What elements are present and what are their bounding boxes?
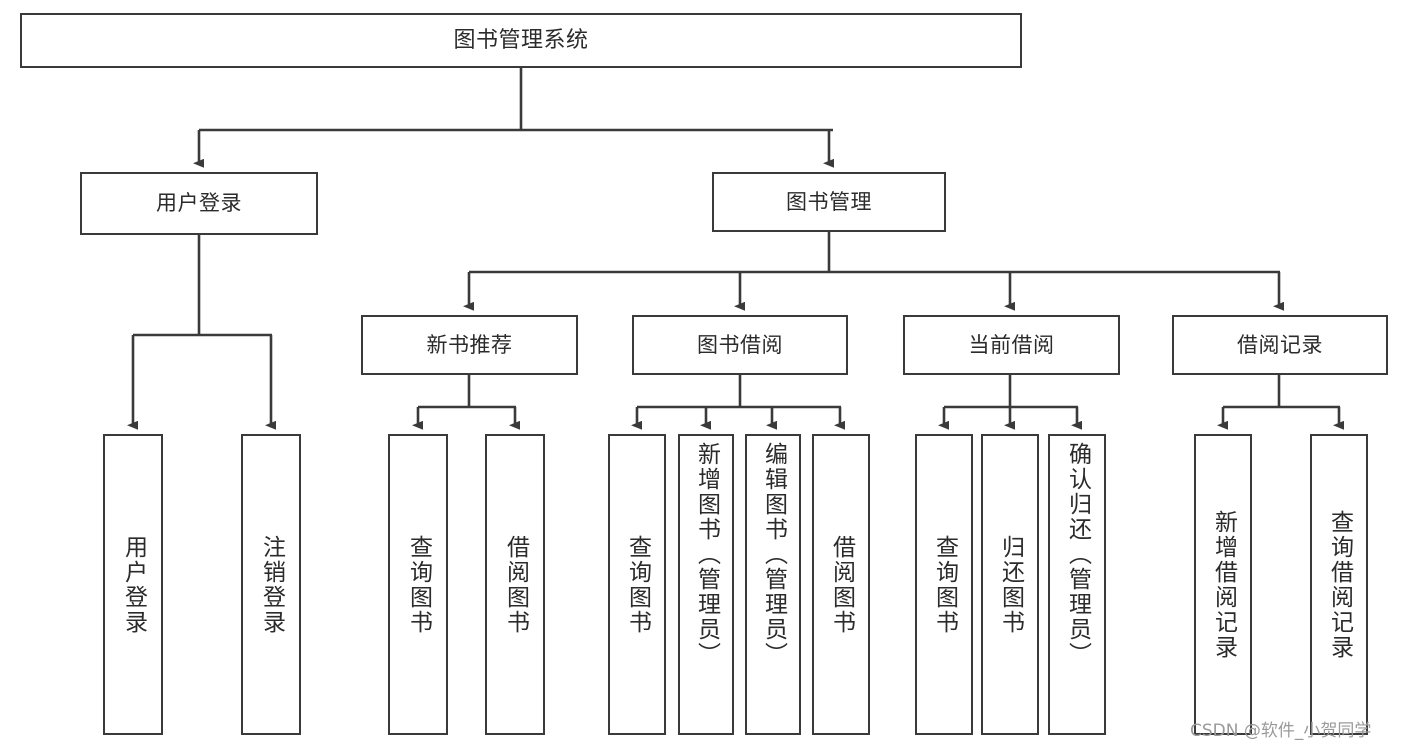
leaf-user-login[interactable]: 用户登录: [103, 434, 163, 735]
node-user-login-label: 用户登录: [156, 191, 242, 216]
leaf-query-book-borrow-label: 查询图书: [624, 534, 651, 635]
leaf-confirm-return-label: 确认归还（管理员）: [1064, 442, 1091, 667]
node-current-borrow[interactable]: 当前借阅: [903, 315, 1120, 375]
leaf-confirm-return[interactable]: 确认归还（管理员）: [1048, 434, 1106, 735]
node-new-book-recommend[interactable]: 新书推荐: [361, 315, 578, 375]
leaf-add-book[interactable]: 新增图书（管理员）: [678, 434, 734, 735]
leaf-logout-label: 注销登录: [258, 534, 285, 635]
watermark-text: CSDN @软件_小贺同学: [1190, 721, 1372, 741]
leaf-query-book-current-label: 查询图书: [931, 534, 958, 635]
node-borrow-record[interactable]: 借阅记录: [1172, 315, 1388, 375]
leaf-query-borrow-record[interactable]: 查询借阅记录: [1310, 434, 1368, 735]
leaf-borrow-book-recommend[interactable]: 借阅图书: [485, 434, 545, 735]
leaf-add-book-label: 新增图书（管理员）: [693, 442, 720, 667]
node-book-manage-label: 图书管理: [786, 189, 872, 214]
leaf-add-borrow-record-label: 新增借阅记录: [1210, 509, 1237, 660]
leaf-query-borrow-record-label: 查询借阅记录: [1326, 509, 1353, 660]
node-user-login[interactable]: 用户登录: [80, 172, 318, 235]
leaf-borrow-book-recommend-label: 借阅图书: [502, 534, 529, 635]
leaf-borrow-book[interactable]: 借阅图书: [812, 434, 870, 735]
node-new-book-recommend-label: 新书推荐: [426, 332, 513, 357]
leaf-return-book-label: 归还图书: [997, 534, 1024, 635]
leaf-return-book[interactable]: 归还图书: [981, 434, 1039, 735]
leaf-borrow-book-label: 借阅图书: [828, 534, 855, 635]
leaf-logout[interactable]: 注销登录: [241, 434, 301, 735]
leaf-query-book-borrow[interactable]: 查询图书: [608, 434, 666, 735]
node-book-manage[interactable]: 图书管理: [712, 172, 946, 232]
leaf-query-book-recommend-label: 查询图书: [405, 534, 432, 635]
leaf-add-borrow-record[interactable]: 新增借阅记录: [1194, 434, 1252, 735]
node-current-borrow-label: 当前借阅: [968, 332, 1055, 357]
node-root-label: 图书管理系统: [453, 27, 589, 53]
node-book-borrow-label: 图书借阅: [697, 332, 783, 357]
leaf-edit-book[interactable]: 编辑图书（管理员）: [745, 434, 801, 735]
node-root[interactable]: 图书管理系统: [20, 13, 1022, 68]
leaf-query-book-current[interactable]: 查询图书: [915, 434, 973, 735]
node-book-borrow[interactable]: 图书借阅: [632, 315, 848, 375]
leaf-user-login-label: 用户登录: [120, 534, 147, 635]
leaf-query-book-recommend[interactable]: 查询图书: [388, 434, 448, 735]
leaf-edit-book-label: 编辑图书（管理员）: [760, 442, 787, 667]
node-borrow-record-label: 借阅记录: [1237, 332, 1323, 357]
